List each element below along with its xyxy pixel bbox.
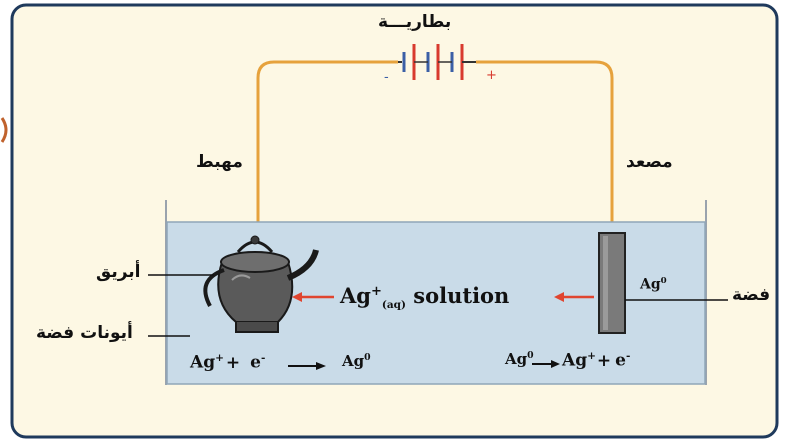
cathode-eq-product-charge: 0 xyxy=(364,352,371,363)
cathode-equation-product: Ag0 xyxy=(342,352,371,370)
solution-word: solution xyxy=(413,283,510,308)
anode-eq-electron: e xyxy=(615,350,626,371)
rod-label: Ag0 xyxy=(640,276,667,293)
cathode-label: مهبط xyxy=(196,152,243,172)
anode-eq-reactant-charge: 0 xyxy=(527,350,534,361)
battery-plus-sign: + xyxy=(486,68,497,83)
cathode-eq-electron: e xyxy=(250,352,261,373)
ion-flow-arrow-left xyxy=(292,292,334,302)
anode-eq-product: Ag xyxy=(562,350,588,371)
anode-eq-plus: + xyxy=(596,350,612,371)
anode-eq-reactant: Ag xyxy=(505,350,528,368)
cathode-equation-left: Ag++e- xyxy=(190,352,265,373)
kettle-icon xyxy=(203,235,319,333)
solution-charge: + xyxy=(370,284,382,299)
battery-minus-sign: - xyxy=(384,70,389,85)
battery-icon xyxy=(398,44,476,80)
anode-label: مصعد xyxy=(626,152,673,172)
cathode-eq-reactant-charge: + xyxy=(215,352,224,364)
cathode-reaction-arrow xyxy=(288,362,326,370)
anode-reaction-arrow xyxy=(532,360,560,368)
cathode-eq-plus: + xyxy=(225,352,241,373)
cathode-eq-product: Ag xyxy=(342,352,365,370)
cathode-eq-electron-charge: - xyxy=(260,352,266,364)
rod-label-symbol: Ag xyxy=(640,276,661,293)
kettle-label: أبريق xyxy=(96,262,141,282)
anode-equation-reactant: Ag0 xyxy=(505,350,534,368)
solution-formula: Ag+(aq) solution xyxy=(340,283,509,311)
silver-ions-label: أيونات فضة xyxy=(36,323,133,343)
cathode-wire xyxy=(256,60,398,235)
battery-label: بطاريـــة xyxy=(378,12,452,32)
solution-state: (aq) xyxy=(381,299,406,312)
anode-wire xyxy=(476,60,614,235)
ion-flow-arrow-right xyxy=(554,292,594,302)
anode-equation-products: Ag++e- xyxy=(562,350,630,371)
cathode-eq-reactant: Ag xyxy=(190,352,216,373)
rod-label-superscript: 0 xyxy=(660,276,667,286)
anode-eq-product-charge: + xyxy=(587,350,596,362)
silver-rod-shine xyxy=(603,236,608,330)
silver-label: فضة xyxy=(732,285,771,305)
edge-fragment xyxy=(0,117,8,143)
anode-eq-electron-charge: - xyxy=(625,350,631,362)
silver-rod xyxy=(598,232,626,334)
solution-ion: Ag xyxy=(340,283,371,308)
